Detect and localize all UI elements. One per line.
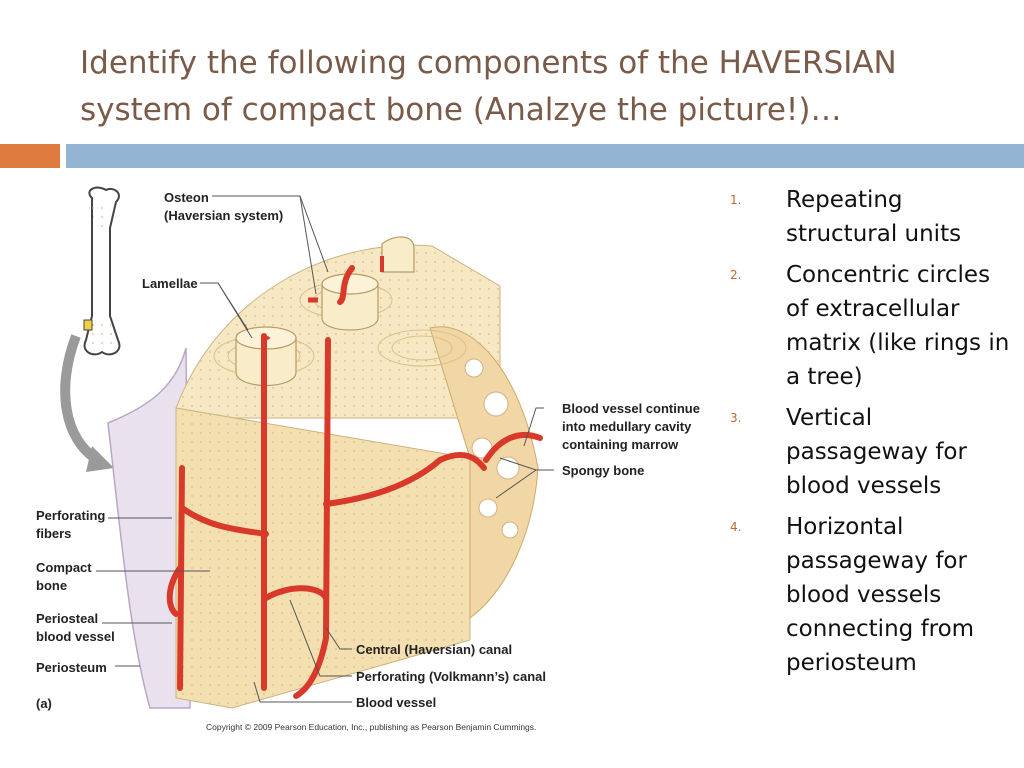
list-text: Repeating structural units: [786, 187, 962, 247]
answer-list: 1. Repeating structural units 2. Concent…: [722, 183, 1012, 687]
list-text: Vertical passageway for blood vessels: [786, 405, 967, 499]
osteon-wedge: [381, 236, 415, 273]
list-number: 3.: [730, 411, 742, 425]
label-medullary-1: Blood vessel continues: [562, 401, 700, 416]
blood-vessels: [166, 265, 543, 699]
label-osteon-sub: (Haversian system): [164, 208, 283, 223]
copyright-note: Copyright © 2009 Pearson Education, Inc.…: [206, 722, 536, 732]
label-periosteum: Periosteum: [36, 660, 107, 675]
zoom-arrow-icon: [60, 334, 101, 465]
title-accent-bar: [0, 144, 60, 168]
long-bone-icon: [83, 186, 121, 356]
label-central-canal: Central (Haversian) canal: [356, 642, 512, 657]
spongy-bone: [429, 326, 539, 620]
title-divider-bar: [66, 144, 1024, 168]
label-volkmann-canal: Perforating (Volkmann’s) canal: [356, 669, 546, 684]
label-perforating-fibers-2: fibers: [36, 526, 71, 541]
label-lamellae: Lamellae: [142, 276, 198, 291]
label-spongy-bone: Spongy bone: [562, 463, 644, 478]
list-number: 2.: [730, 268, 742, 282]
zoom-arrowhead-icon: [86, 446, 114, 472]
list-item: 4. Horizontal passageway for blood vesse…: [722, 510, 1012, 680]
list-number: 1.: [730, 193, 742, 207]
osteon-cylinder: [321, 273, 379, 331]
label-periosteal-vessel: Periosteal: [36, 611, 98, 626]
label-blood-vessel: Blood vessel: [356, 695, 436, 710]
list-text: Horizontal passageway for blood vessels …: [786, 514, 975, 676]
label-periosteal-vessel-2: blood vessel: [36, 629, 115, 644]
label-medullary-2: into medullary cavity: [562, 419, 692, 434]
label-osteon: Osteon: [164, 190, 209, 205]
label-medullary-3: containing marrow: [562, 437, 679, 452]
list-item: 2. Concentric circles of extracellular m…: [722, 258, 1012, 394]
haversian-diagram: Osteon (Haversian system) Lamellae Perfo…: [0, 168, 700, 768]
section-marker: [83, 319, 93, 331]
label-panel-a: (a): [36, 696, 52, 711]
list-item: 1. Repeating structural units: [722, 183, 1012, 251]
list-text: Concentric circles of extracellular matr…: [786, 262, 1010, 390]
list-number: 4.: [730, 520, 742, 534]
label-compact-bone-2: bone: [36, 578, 67, 593]
slide-title: Identify the following components of the…: [80, 45, 897, 128]
label-compact-bone: Compact: [36, 560, 92, 575]
label-perforating-fibers: Perforating: [36, 508, 105, 523]
periosteum-layer: [107, 347, 191, 709]
bone-illustration: Osteon (Haversian system) Lamellae Perfo…: [36, 186, 700, 732]
list-item: 3. Vertical passageway for blood vessels: [722, 401, 1012, 503]
